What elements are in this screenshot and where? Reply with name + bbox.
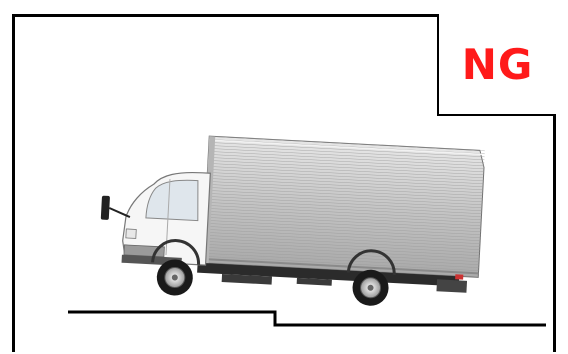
truck-icon: [97, 131, 485, 312]
step-ground-line: [68, 312, 546, 325]
cargo-box: [203, 136, 485, 277]
